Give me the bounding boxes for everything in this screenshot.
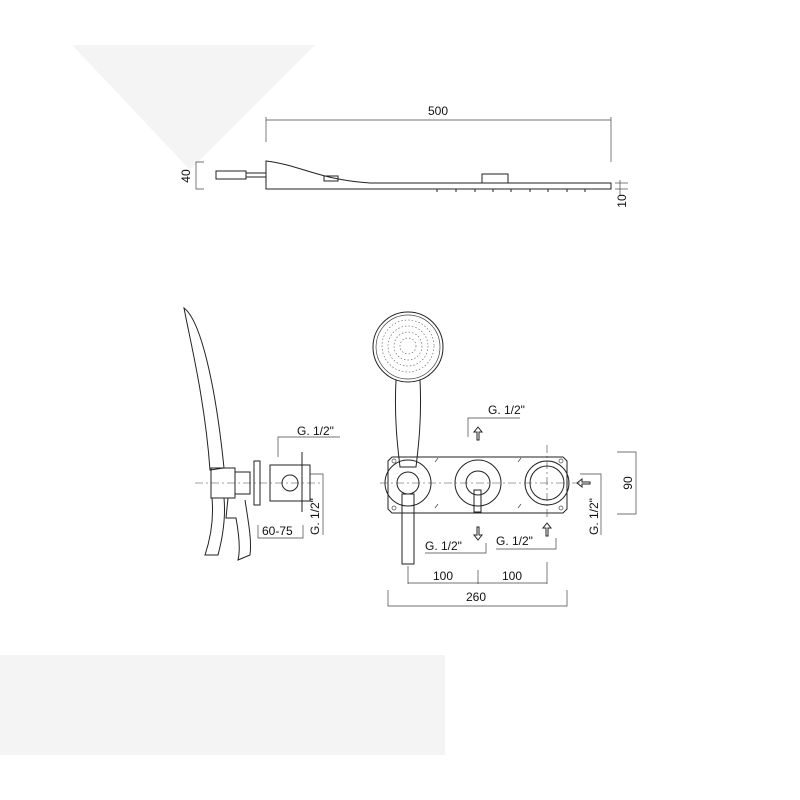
right-connection-label: G. 1/2"	[587, 498, 601, 535]
plate-height-dimension: 90	[621, 476, 635, 490]
length-dimension: 500	[428, 104, 448, 118]
side-outlet-label: G. 1/2"	[308, 498, 322, 535]
background-triangle	[72, 45, 315, 170]
depth-range-dimension: 60-75	[262, 524, 293, 538]
spacing-left-dimension: 100	[433, 569, 453, 583]
spacing-right-dimension: 100	[502, 569, 522, 583]
mixer-front-view: G. 1/2" G. 1/2" G. 1/2" G. 1/2" 100 100 …	[372, 311, 637, 607]
bottom-left-connection-label: G. 1/2"	[425, 539, 462, 553]
top-connection-label: G. 1/2"	[488, 403, 525, 417]
thickness-dimension: 10	[615, 194, 629, 208]
bottom-right-connection-label: G. 1/2"	[496, 534, 533, 548]
overhead-shower-side-view: 500 40 10	[179, 104, 629, 208]
side-connection-label: G. 1/2"	[297, 424, 334, 438]
mixer-side-view: G. 1/2" G. 1/2" 60-75	[183, 306, 340, 561]
background-panel	[0, 655, 445, 755]
height-dimension: 40	[179, 169, 193, 183]
total-width-dimension: 260	[466, 590, 486, 604]
